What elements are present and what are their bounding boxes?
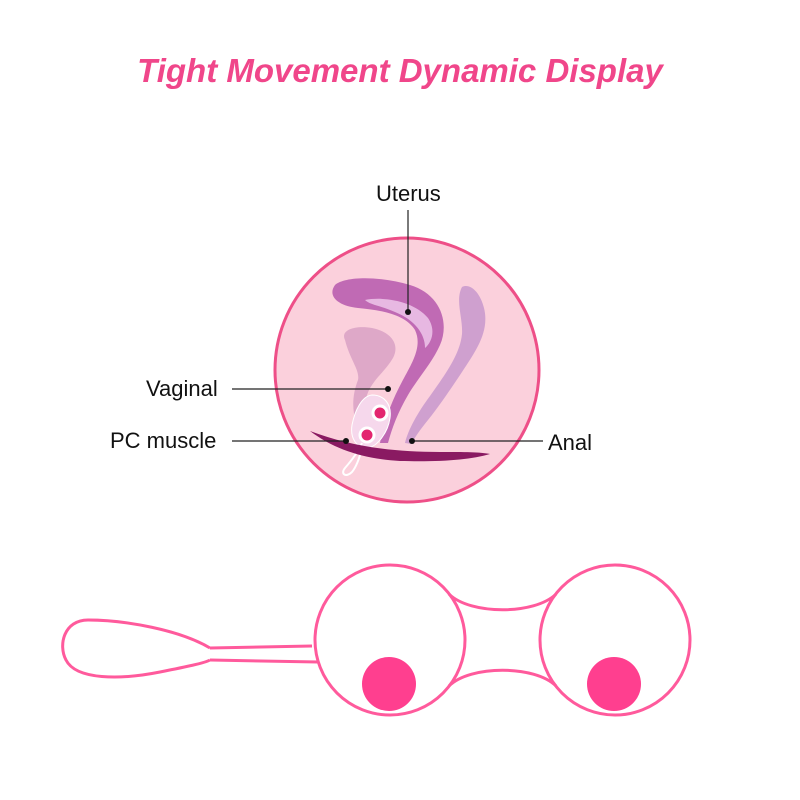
inner-ball-right xyxy=(587,657,641,711)
page-title: Tight Movement Dynamic Display xyxy=(137,52,663,89)
ball-upper xyxy=(371,404,389,422)
label-uterus: Uterus xyxy=(376,181,441,206)
ball-lower xyxy=(358,426,376,444)
retrieval-string xyxy=(342,442,363,476)
kegel-balls-icon xyxy=(61,563,692,717)
label-vaginal: Vaginal xyxy=(146,376,218,401)
label-anal: Anal xyxy=(548,430,593,455)
pc-muscle-band xyxy=(310,431,490,462)
rectum-shape xyxy=(405,286,486,444)
label-pc-muscle: PC muscle xyxy=(110,428,217,453)
inner-ball-left xyxy=(362,657,416,711)
uterus-highlight xyxy=(365,298,433,348)
anatomy-circle xyxy=(273,236,541,504)
